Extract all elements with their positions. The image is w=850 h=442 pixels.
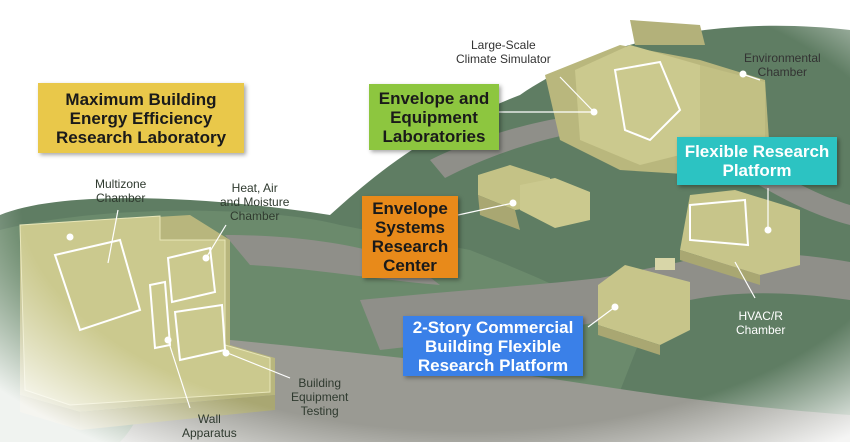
callout-commercial-platform: 2-Story Commercial Building Flexible Res… (403, 316, 583, 376)
label-hvac-chamber: HVAC/R Chamber (736, 309, 786, 337)
callout-envelope-center: Envelope Systems Research Center (362, 196, 458, 278)
label-multizone-chamber: Multizone Chamber (95, 177, 147, 205)
callout-envelope-labs: Envelope and Equipment Laboratories (369, 84, 499, 150)
callout-max-lab: Maximum Building Energy Efficiency Resea… (38, 83, 244, 153)
label-ham-chamber: Heat, Air and Moisture Chamber (220, 181, 290, 223)
label-environmental-chamber: Environmental Chamber (744, 51, 821, 79)
callout-flexible-platform: Flexible Research Platform (677, 137, 837, 185)
label-building-equipment-testing: Building Equipment Testing (291, 376, 349, 418)
label-climate-simulator: Large-Scale Climate Simulator (456, 38, 551, 66)
label-wall-apparatus: Wall Apparatus (182, 412, 237, 440)
